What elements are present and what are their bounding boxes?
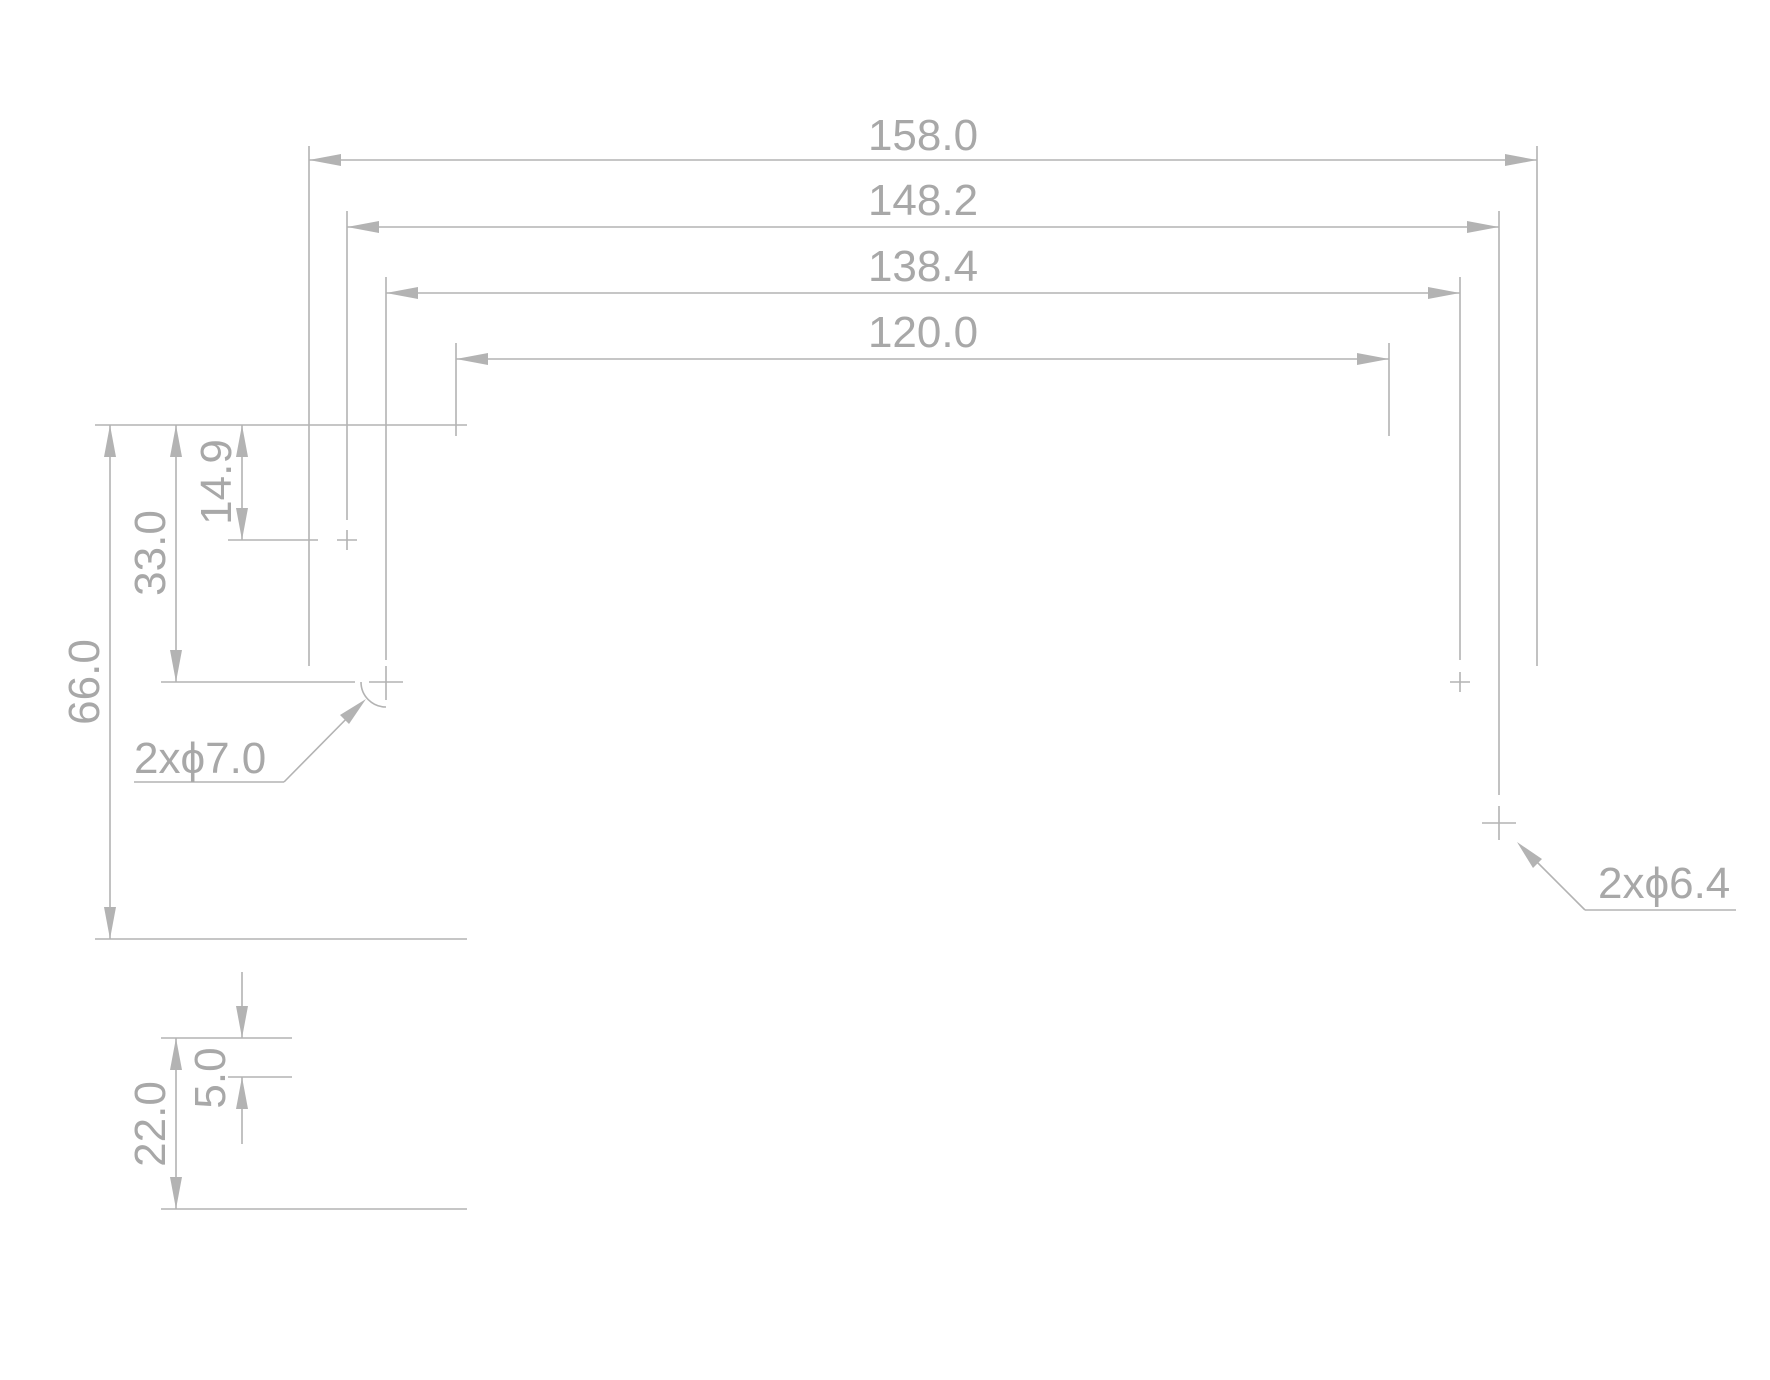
arrowhead: [456, 353, 488, 365]
arrowhead: [170, 1177, 182, 1209]
arrowhead: [170, 650, 182, 682]
center-mark: [360, 666, 403, 708]
dim-5-label: 5.0: [186, 1047, 235, 1108]
dim-158-label: 158.0: [868, 111, 978, 160]
dim-138: 138.4: [385, 242, 1461, 660]
arrowhead: [236, 1006, 248, 1038]
arrowhead: [236, 1077, 248, 1109]
dim-14-9: 14.9: [192, 425, 248, 540]
arrowhead: [104, 425, 116, 457]
arrowhead: [170, 1038, 182, 1070]
center-mark: [1450, 672, 1470, 692]
callout-hole-6-4-label: 2xϕ6.4: [1598, 859, 1730, 908]
dim-148-label: 148.2: [868, 176, 978, 225]
extension-lines: [95, 424, 467, 1210]
center-mark: [337, 530, 357, 550]
dim-120: 120.0: [455, 308, 1390, 436]
arrowhead: [236, 508, 248, 540]
callout-hole-7-label: 2xϕ7.0: [134, 734, 266, 783]
dim-22-label: 22.0: [126, 1081, 175, 1167]
callout-hole-7: 2xϕ7.0: [134, 699, 366, 783]
arrowhead: [340, 699, 366, 724]
dim-138-label: 138.4: [868, 242, 978, 291]
arrowhead: [236, 425, 248, 457]
dim-22: 22.0: [126, 1038, 182, 1209]
arrowhead: [1505, 154, 1537, 166]
center-mark: [1482, 806, 1516, 840]
hole-center-marks: [337, 530, 1516, 840]
arrowhead: [386, 287, 418, 299]
arrowhead: [347, 221, 379, 233]
arrowhead: [104, 907, 116, 939]
dim-158: 158.0: [308, 111, 1538, 666]
dim-5: 5.0: [186, 972, 248, 1144]
arrowhead: [309, 154, 341, 166]
dim-66-label: 66.0: [60, 639, 109, 725]
arrowhead: [170, 425, 182, 457]
arrowhead: [1357, 353, 1389, 365]
arrowhead: [1517, 842, 1542, 868]
dim-33: 33.0: [126, 425, 182, 682]
dim-14-9-label: 14.9: [192, 439, 241, 525]
dim-33-label: 33.0: [126, 510, 175, 596]
arrowhead: [1428, 287, 1460, 299]
dim-120-label: 120.0: [868, 308, 978, 357]
dim-148: 148.2: [346, 176, 1500, 795]
dim-66: 66.0: [60, 425, 116, 939]
arrowhead: [1467, 221, 1499, 233]
callout-hole-6-4: 2xϕ6.4: [1517, 842, 1736, 911]
